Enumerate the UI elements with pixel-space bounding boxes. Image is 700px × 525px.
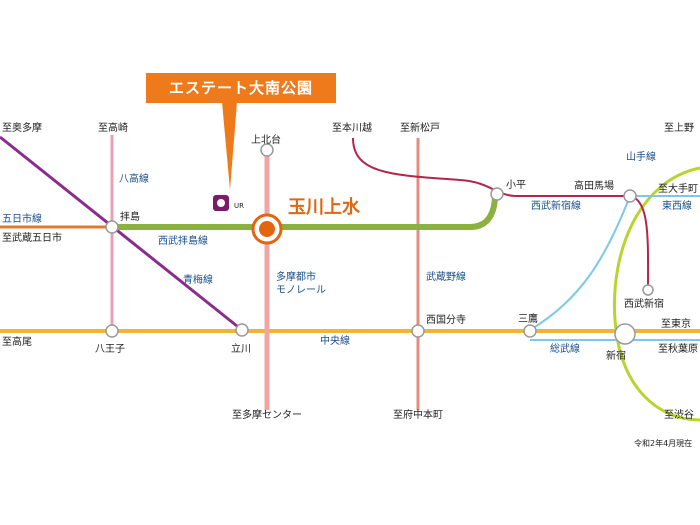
station-marker (105, 324, 119, 338)
station-marker (260, 143, 274, 157)
line-label-yamanote: 山手線 (626, 150, 656, 163)
station-nishikokubunji: 西国分寺 (426, 314, 466, 326)
dest-tama-center: 至多摩センター (232, 408, 302, 421)
station-takadanobaba: 高田馬場 (574, 179, 614, 192)
line-label-monorail-1: 多摩都市 (276, 270, 316, 283)
station-hachioji: 八王子 (95, 343, 125, 355)
line-label-seibu-shinjuku: 西武新宿線 (531, 199, 581, 212)
ur-logo-icon: UR (213, 195, 244, 211)
dest-otemachi: 至大手町 (658, 182, 698, 195)
dest-takao: 至高尾 (2, 335, 32, 348)
line-label-sobu: 総武線 (550, 342, 580, 355)
dest-fuchu-honmachi: 至府中本町 (393, 408, 443, 421)
station-kodaira: 小平 (506, 179, 526, 191)
featured-station-marker-core (259, 221, 275, 237)
date-note: 令和2年4月現在 (634, 438, 692, 448)
station-seibu-shinjuku: 西武新宿 (624, 297, 664, 310)
dest-tokyo: 至東京 (661, 317, 691, 330)
sobu-curve (529, 195, 631, 331)
dest-shin-matsudo: 至新松戸 (400, 121, 440, 134)
station-marker (105, 220, 119, 234)
line-label-chuo: 中央線 (320, 334, 350, 347)
dest-hon-kawagoe: 至本川越 (332, 121, 372, 134)
station-kamikitadai: 上北台 (251, 133, 281, 146)
dest-okutama: 至奥多摩 (2, 121, 42, 134)
line-label-tozai: 東西線 (662, 199, 692, 212)
station-marker (235, 323, 249, 337)
yamanote-line (612, 166, 700, 422)
station-marker (490, 187, 504, 201)
line-label-musashino: 武蔵野線 (426, 270, 466, 283)
line-label-hachiko: 八高線 (119, 172, 149, 185)
station-marker (523, 324, 537, 338)
station-mitaka: 三鷹 (518, 312, 538, 325)
featured-station-label: 玉川上水 (288, 196, 361, 218)
station-shinjuku: 新宿 (606, 349, 626, 362)
station-marker (642, 284, 654, 296)
station-marker (411, 324, 425, 338)
station-marker (623, 189, 637, 203)
line-label-ome: 青梅線 (183, 273, 213, 286)
line-label-itsukaichi: 五日市線 (2, 212, 42, 225)
dest-takasaki: 至高崎 (98, 121, 128, 134)
ome-line (0, 135, 243, 332)
line-label-seibu-haijima: 西武拝島線 (158, 234, 208, 247)
dest-ueno: 至上野 (664, 122, 694, 134)
seibu-shinjuku-line (352, 137, 650, 291)
station-tachikawa: 立川 (231, 342, 251, 355)
station-haijima: 拝島 (120, 210, 140, 223)
svg-text:UR: UR (234, 202, 244, 210)
dest-akihabara: 至秋葉原 (658, 342, 698, 355)
station-marker (614, 323, 636, 345)
line-label-monorail-2: モノレール (276, 285, 326, 296)
banner-pointer (222, 102, 237, 190)
dest-musashi-itsukaichi: 至武蔵五日市 (2, 231, 62, 244)
dest-shibuya: 至渋谷 (664, 408, 694, 421)
property-banner: エステート大南公園 (146, 73, 336, 103)
